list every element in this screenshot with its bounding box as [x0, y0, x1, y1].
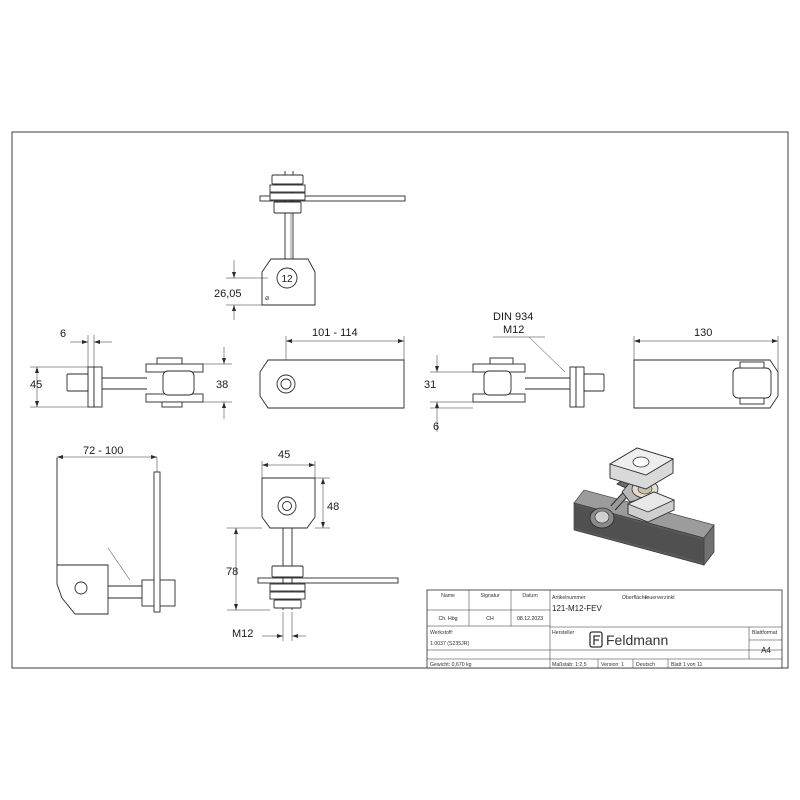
plate-front-view: 101 - 114: [259, 327, 405, 409]
header-name: Name: [441, 593, 455, 599]
header-material: Werkstoff:: [430, 630, 453, 636]
value-format: A4: [761, 646, 771, 655]
dim-eye-offset: 26,05: [214, 288, 242, 300]
dim-thread: M12: [232, 628, 253, 640]
header-article-no: Artikelnummer: [552, 595, 586, 601]
top-plate-shape: [261, 258, 316, 306]
right-side-view: 31 6 DIN 934 M12: [424, 311, 605, 433]
dim-side-height: 45: [30, 379, 42, 391]
value-article-no: 121-M12-FEV: [552, 604, 602, 613]
feldmann-logo: Feldmann: [589, 631, 668, 648]
eye-bolt-label: 12: [281, 274, 293, 285]
dim-plate-thickness: 6: [60, 328, 66, 340]
dim-bolt-length: 78: [226, 566, 238, 578]
value-scale: Maßstab: 1:2,5: [552, 662, 587, 668]
label-nut-size: M12: [503, 324, 524, 336]
brand-name: Feldmann: [606, 632, 668, 648]
dim-adjust-range: 72 - 100: [83, 445, 123, 457]
value-version: Version: 1: [601, 662, 624, 668]
dim-pivot-height: 31: [424, 379, 436, 391]
value-material: 1.0037 (S235JR): [430, 641, 469, 647]
header-signature: Signatur: [480, 593, 500, 599]
dim-side-width: 38: [216, 379, 228, 391]
feldmann-logo-icon: [589, 631, 603, 648]
drawing-frame: [11, 131, 789, 669]
dim-pivot-offset: 6: [433, 421, 439, 433]
right-front-view: 130: [633, 327, 779, 409]
dim-plate-height: 48: [327, 501, 339, 513]
bottom-left-view: 72 - 100: [56, 445, 176, 615]
header-date: Datum: [522, 593, 537, 599]
value-name: Ch. Hög: [438, 616, 457, 622]
value-date: 08.12.2023: [517, 616, 543, 622]
diameter-symbol: ⌀: [265, 295, 269, 302]
header-manufacturer: Hersteller: [552, 630, 574, 636]
value-weight: Gewicht: 0,670 kg: [430, 662, 472, 668]
dim-plate-width: 45: [278, 449, 290, 461]
isometric-view: [573, 447, 715, 567]
title-block: [426, 589, 783, 669]
left-side-view: 45 6 38: [30, 328, 232, 419]
value-language: Deutsch: [636, 662, 655, 668]
bottom-center-view: 45 48 78 M12: [226, 449, 399, 641]
top-view: 12 ⌀ 26,05: [214, 171, 406, 320]
value-signature: CH: [486, 616, 494, 622]
dim-total-length: 130: [694, 327, 712, 339]
value-surface: feuerverzinkt: [645, 595, 675, 601]
header-paper-format: Blattformat: [752, 630, 778, 636]
label-din: DIN 934: [493, 311, 533, 323]
value-sheet: Blatt 1 von 11: [671, 662, 702, 668]
dim-plate-length: 101 - 114: [312, 327, 358, 339]
header-surface: Oberfläche:: [622, 595, 649, 601]
